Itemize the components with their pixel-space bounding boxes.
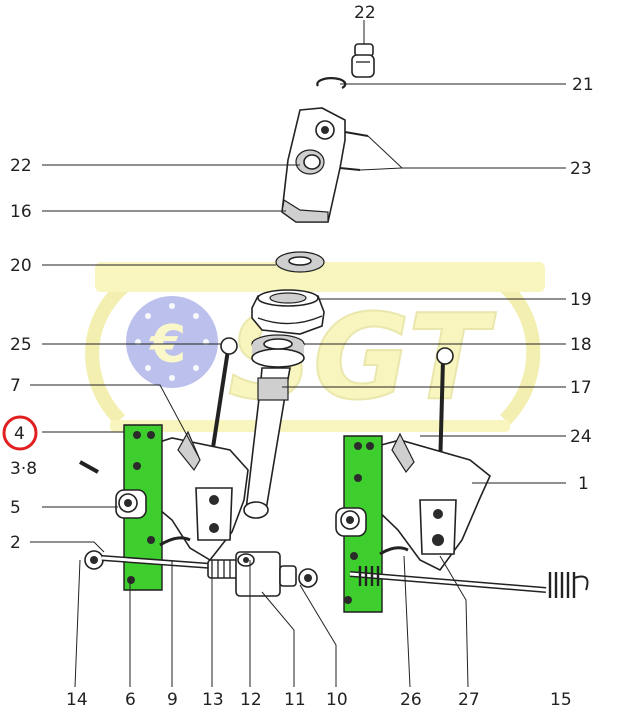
callout-3-8: 3·8	[10, 459, 37, 479]
callout-22-mid: 22	[10, 156, 32, 176]
part-bearing	[251, 334, 305, 368]
callout-15: 15	[550, 690, 572, 710]
part-washer	[275, 251, 325, 273]
callout-23: 23	[570, 159, 592, 179]
callout-22-top: 22	[354, 3, 376, 23]
callout-25: 25	[10, 335, 32, 355]
part-housing-right	[369, 432, 491, 572]
callout-9: 9	[167, 690, 178, 710]
callout-1: 1	[578, 474, 589, 494]
callout-19: 19	[570, 290, 592, 310]
callout-17: 17	[570, 378, 592, 398]
part-small-pin	[79, 460, 99, 474]
callout-2: 2	[10, 533, 21, 553]
part-pin-top	[351, 43, 375, 78]
highlight-ring	[2, 415, 38, 451]
watermark-logo: € SGT	[85, 262, 545, 432]
part-lever-shaft	[243, 367, 291, 519]
callout-labels: 22 21 22 23 16 20 19 25 18 7 17 4 24 3·8…	[2, 3, 594, 710]
callout-4: 4	[14, 424, 25, 444]
euro-coin-icon	[126, 296, 218, 388]
part-linkage-rod	[84, 536, 318, 597]
part-circlip	[316, 77, 347, 89]
callout-20: 20	[10, 256, 32, 276]
callout-7: 7	[10, 376, 21, 396]
leader-lines	[30, 20, 566, 688]
part-boot	[251, 289, 325, 335]
part-lever-head	[281, 107, 369, 223]
callout-13: 13	[202, 690, 224, 710]
parts-drawing	[79, 43, 589, 613]
callout-18: 18	[570, 335, 592, 355]
part-pin-26	[379, 546, 409, 556]
callout-26: 26	[400, 690, 422, 710]
callout-21: 21	[572, 75, 594, 95]
callout-10: 10	[326, 690, 348, 710]
part-roller	[115, 489, 367, 537]
callout-16: 16	[10, 202, 32, 222]
part-spring	[349, 566, 589, 598]
part-housing-left	[147, 430, 249, 562]
callout-5: 5	[10, 498, 21, 518]
callout-24: 24	[570, 427, 592, 447]
callout-6: 6	[125, 690, 136, 710]
callout-11: 11	[284, 690, 306, 710]
watermark-symbol: €	[149, 315, 186, 375]
callout-12: 12	[240, 690, 262, 710]
callout-14: 14	[66, 690, 88, 710]
callout-27: 27	[458, 690, 480, 710]
